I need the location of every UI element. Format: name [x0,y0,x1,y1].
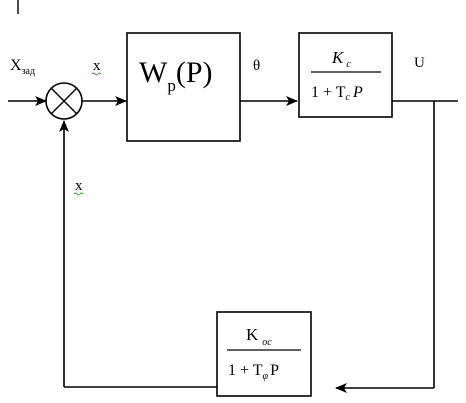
feedback-block [216,311,312,397]
summing-junction [45,82,83,120]
controller-block [126,32,241,142]
input-label: Xзад [10,57,35,77]
plant-block [298,32,393,118]
error-label: x [93,58,101,74]
error-label-underline [91,72,102,76]
theta-label: θ [253,58,260,74]
feedback-label-underline [73,192,84,196]
feedback-signal-label: x [75,178,83,194]
controller-transfer-function: Wp(P) [139,56,213,95]
output-label: U [414,55,425,71]
